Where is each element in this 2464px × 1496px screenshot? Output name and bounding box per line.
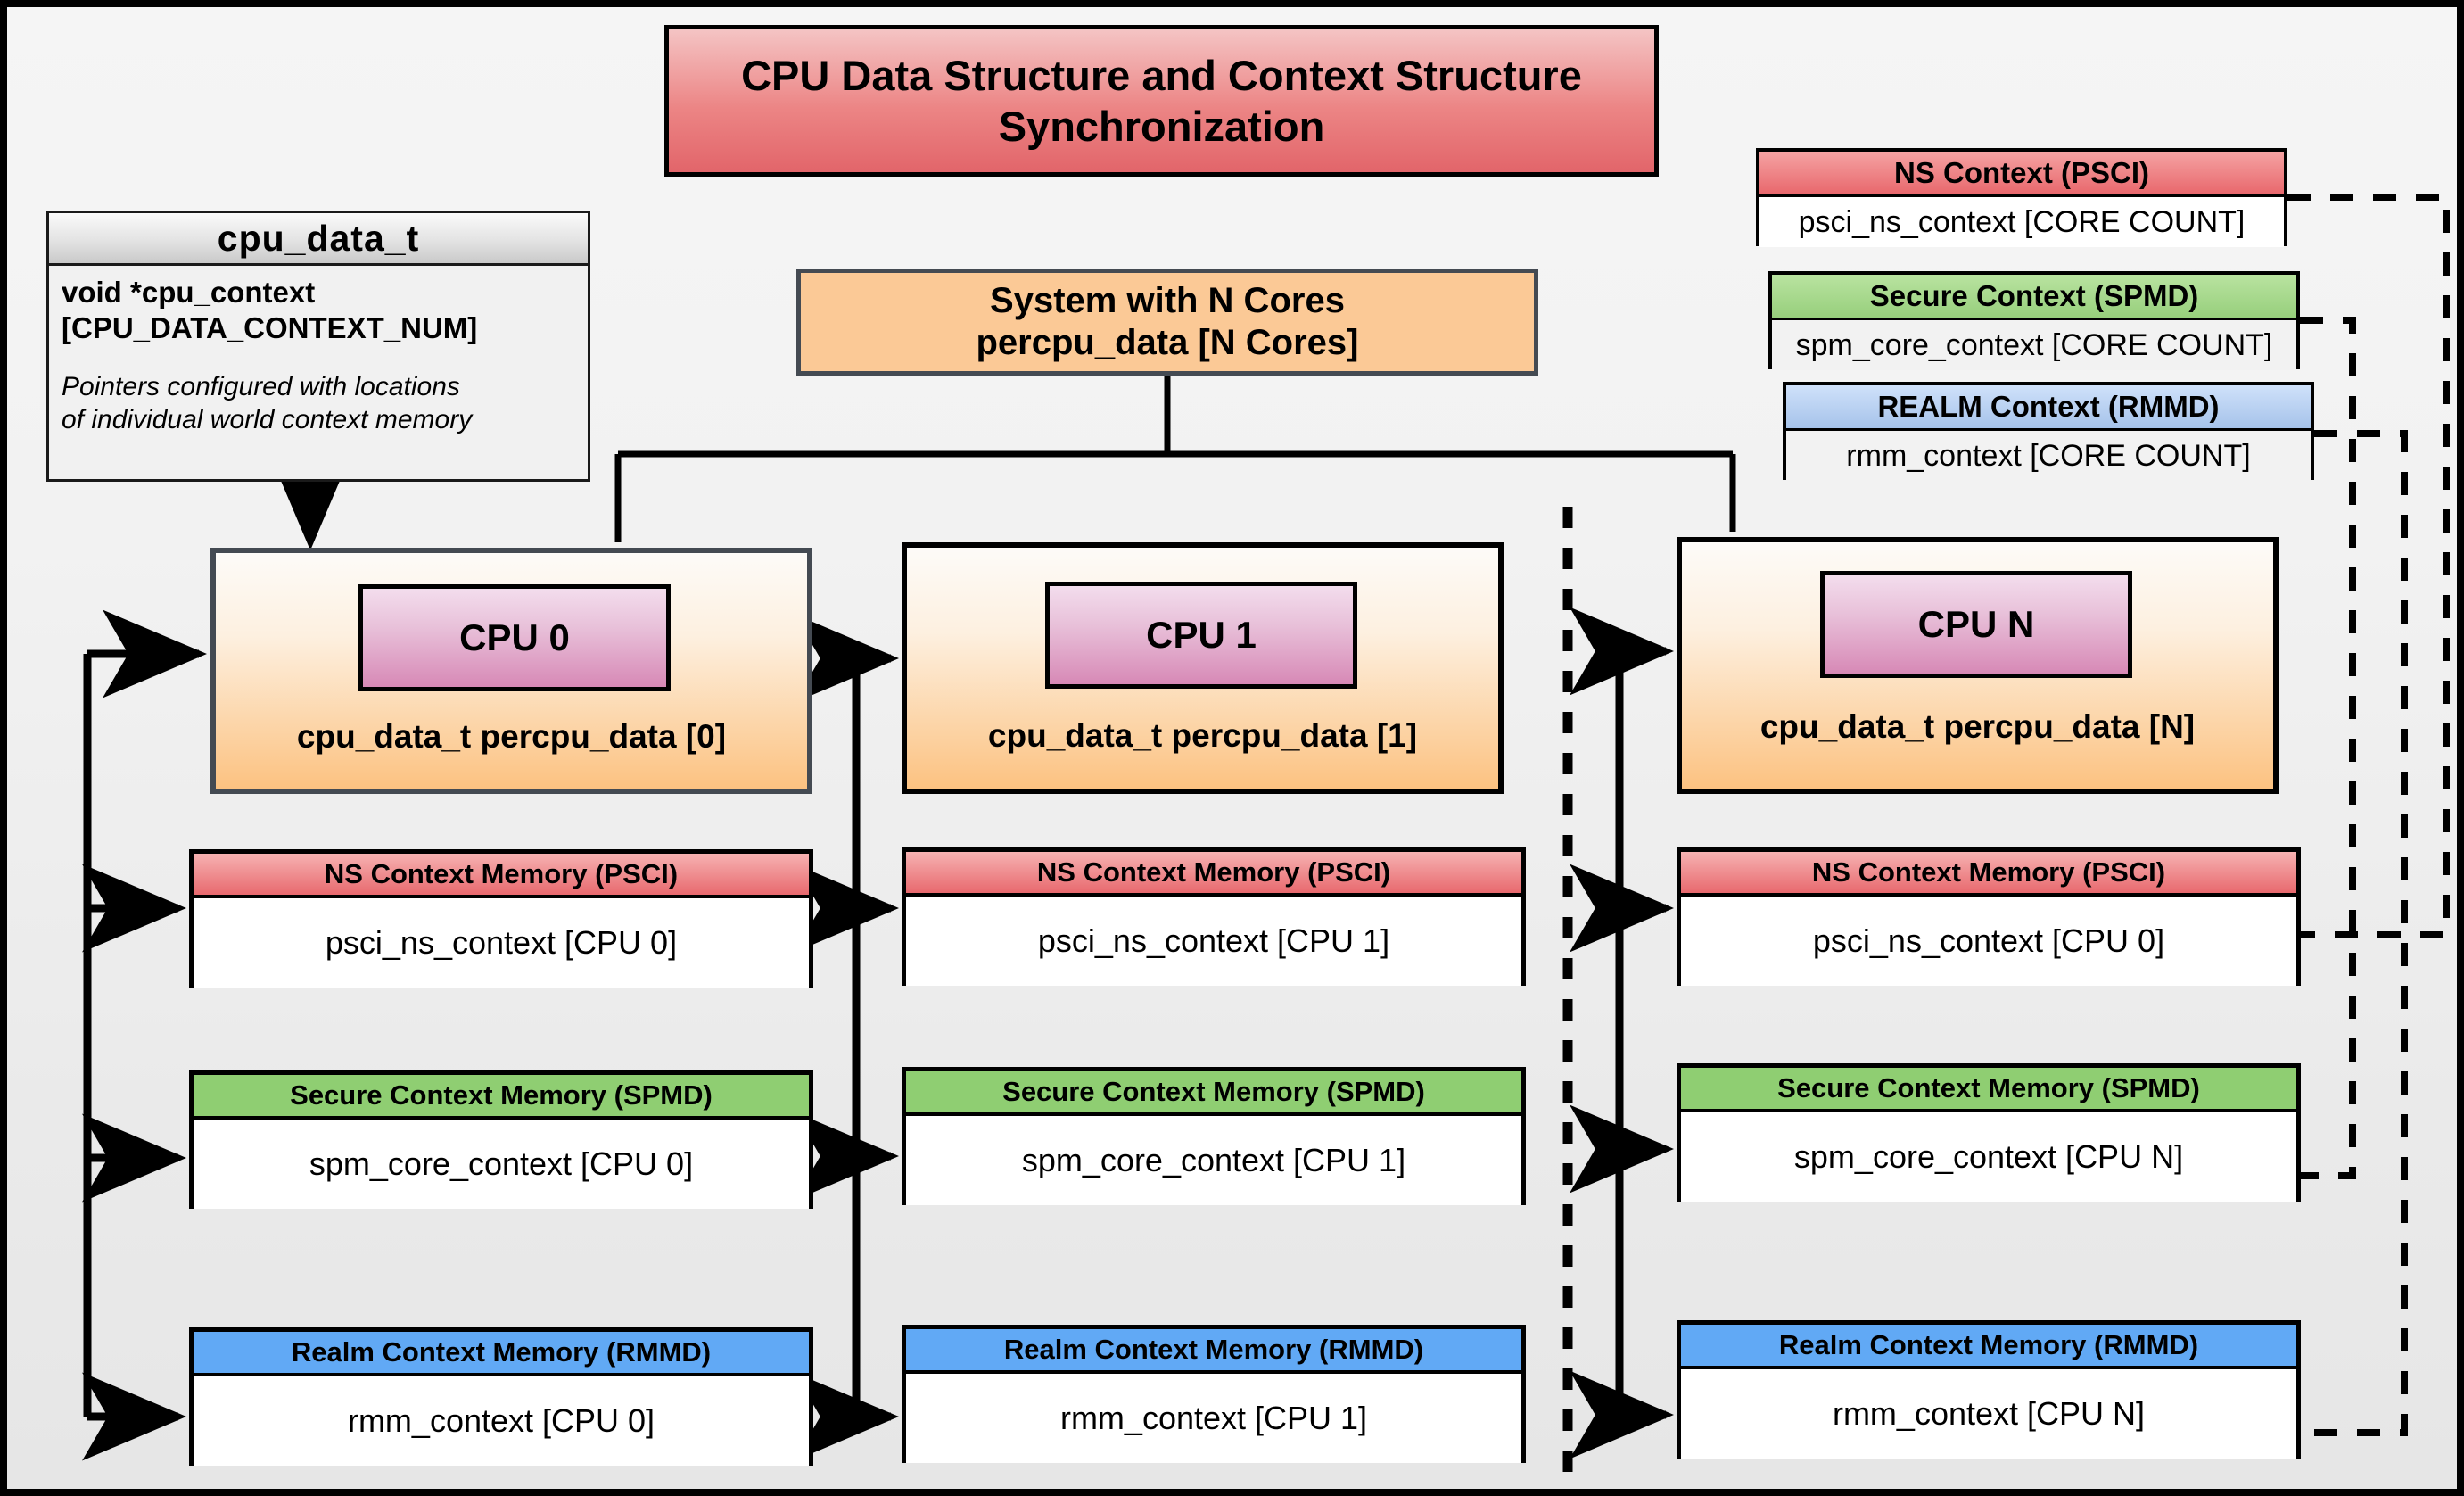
memory-box-cpu0-secure: Secure Context Memory (SPMD) spm_core_co… [189, 1070, 813, 1209]
legend-realm-header: REALM Context (RMMD) [1786, 385, 2311, 431]
legend-secure-header: Secure Context (SPMD) [1772, 275, 2296, 320]
legend-ns-header: NS Context (PSCI) [1759, 152, 2284, 197]
cpu-data-note-line1: Pointers configured with locations [62, 371, 460, 401]
memory-box-cpu1-secure: Secure Context Memory (SPMD) spm_core_co… [902, 1067, 1526, 1205]
memory-body-cpu1-secure: spm_core_context [CPU 1] [906, 1116, 1521, 1205]
memory-body-cpun-secure: spm_core_context [CPU N] [1681, 1112, 2296, 1202]
legend-realm-context: REALM Context (RMMD) rmm_context [CORE C… [1783, 382, 2314, 481]
cpu-card-n: CPU N cpu_data_t percpu_data [N] [1677, 537, 2279, 794]
memory-body-cpu0-ns: psci_ns_context [CPU 0] [194, 898, 809, 988]
memory-box-cpu0-realm: Realm Context Memory (RMMD) rmm_context … [189, 1327, 813, 1466]
cpu-label-n: cpu_data_t percpu_data [N] [1759, 708, 2196, 745]
cpu-data-t-body: void *cpu_context [CPU_DATA_CONTEXT_NUM]… [49, 266, 588, 437]
legend-ns-context: NS Context (PSCI) psci_ns_context [CORE … [1756, 148, 2287, 247]
memory-box-cpun-realm: Realm Context Memory (RMMD) rmm_context … [1677, 1320, 2301, 1459]
cpu-context-field: void *cpu_context [62, 276, 316, 309]
memory-body-cpu0-secure: spm_core_context [CPU 0] [194, 1120, 809, 1209]
memory-header-cpu1-ns: NS Context Memory (PSCI) [906, 852, 1521, 897]
system-line-2: percpu_data [N Cores] [976, 323, 1359, 362]
cpu-card-1: CPU 1 cpu_data_t percpu_data [1] [902, 542, 1504, 794]
cpu-card-0: CPU 0 cpu_data_t percpu_data [0] [210, 548, 812, 794]
legend-ns-body: psci_ns_context [CORE COUNT] [1759, 197, 2284, 247]
memory-body-cpu0-realm: rmm_context [CPU 0] [194, 1376, 809, 1466]
cpu-label-1: cpu_data_t percpu_data [1] [987, 717, 1418, 754]
cpu-label-0: cpu_data_t percpu_data [0] [296, 718, 727, 755]
memory-box-cpun-ns: NS Context Memory (PSCI) psci_ns_context… [1677, 847, 2301, 986]
memory-header-cpun-secure: Secure Context Memory (SPMD) [1681, 1068, 2296, 1112]
memory-box-cpu0-ns: NS Context Memory (PSCI) psci_ns_context… [189, 849, 813, 988]
memory-box-cpu1-ns: NS Context Memory (PSCI) psci_ns_context… [902, 847, 1526, 986]
memory-box-cpu1-realm: Realm Context Memory (RMMD) rmm_context … [902, 1325, 1526, 1463]
memory-body-cpu1-realm: rmm_context [CPU 1] [906, 1374, 1521, 1463]
cpu-context-index: [CPU_DATA_CONTEXT_NUM] [62, 311, 478, 345]
legend-secure-context: Secure Context (SPMD) spm_core_context [… [1768, 271, 2300, 370]
page-title: CPU Data Structure and Context Structure… [664, 25, 1659, 177]
memory-header-cpun-realm: Realm Context Memory (RMMD) [1681, 1325, 2296, 1369]
cpu-badge-1: CPU 1 [1045, 582, 1357, 689]
memory-header-cpu1-secure: Secure Context Memory (SPMD) [906, 1071, 1521, 1116]
cpu-badge-0: CPU 0 [358, 584, 671, 691]
memory-header-cpu0-ns: NS Context Memory (PSCI) [194, 854, 809, 898]
memory-header-cpu0-realm: Realm Context Memory (RMMD) [194, 1332, 809, 1376]
system-box: System with N Cores percpu_data [N Cores… [796, 269, 1538, 376]
memory-body-cpun-ns: psci_ns_context [CPU 0] [1681, 897, 2296, 986]
memory-body-cpu1-ns: psci_ns_context [CPU 1] [906, 897, 1521, 986]
cpu-data-t-struct: cpu_data_t void *cpu_context [CPU_DATA_C… [46, 211, 590, 482]
cpu-badge-n: CPU N [1820, 571, 2132, 678]
cpu-data-t-header: cpu_data_t [49, 213, 588, 266]
system-line-1: System with N Cores [990, 280, 1345, 320]
cpu-data-note-line2: of individual world context memory [62, 405, 473, 434]
legend-realm-body: rmm_context [CORE COUNT] [1786, 431, 2311, 481]
memory-box-cpun-secure: Secure Context Memory (SPMD) spm_core_co… [1677, 1063, 2301, 1202]
memory-header-cpu0-secure: Secure Context Memory (SPMD) [194, 1075, 809, 1120]
memory-header-cpu1-realm: Realm Context Memory (RMMD) [906, 1329, 1521, 1374]
memory-body-cpun-realm: rmm_context [CPU N] [1681, 1369, 2296, 1459]
diagram-canvas: CPU Data Structure and Context Structure… [7, 7, 2457, 1489]
memory-header-cpun-ns: NS Context Memory (PSCI) [1681, 852, 2296, 897]
legend-secure-body: spm_core_context [CORE COUNT] [1772, 320, 2296, 370]
